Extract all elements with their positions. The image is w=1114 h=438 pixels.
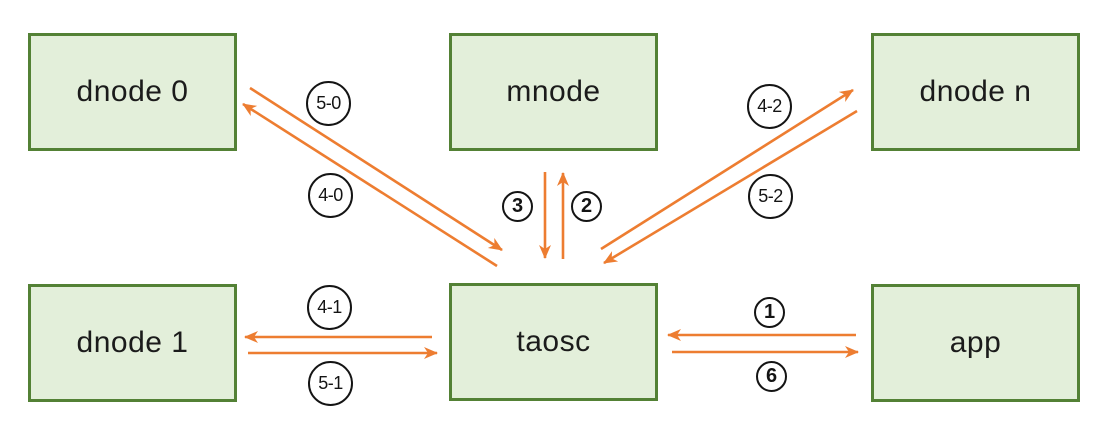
node-dnoden: dnode n	[871, 33, 1080, 151]
edge-label-5-1: 5-1	[308, 361, 353, 406]
arrow-4-0-taosc-to-dnode0	[242, 102, 498, 268]
arrow-5-2-dnoden-to-taosc	[603, 109, 858, 265]
edge-label-4-1: 4-1	[307, 285, 352, 330]
edge-label-3: 3	[502, 191, 533, 222]
node-taosc-label: taosc	[516, 325, 591, 358]
edge-label-4-0: 4-0	[308, 173, 353, 218]
arrow-5-0-dnode0-to-taosc	[249, 86, 503, 252]
node-dnode0-label: dnode 0	[76, 75, 189, 108]
node-dnode1: dnode 1	[28, 284, 237, 402]
edge-label-4-2: 4-2	[747, 84, 792, 129]
node-mnode-label: mnode	[506, 75, 601, 108]
node-dnode1-label: dnode 1	[76, 326, 189, 359]
edge-label-6: 6	[756, 361, 787, 392]
node-dnoden-label: dnode n	[919, 75, 1032, 108]
edge-label-1: 1	[754, 297, 785, 328]
edge-label-5-2: 5-2	[748, 174, 793, 219]
node-app: app	[871, 284, 1080, 402]
edge-label-2: 2	[571, 191, 602, 222]
edge-label-5-0: 5-0	[306, 81, 351, 126]
node-app-label: app	[949, 326, 1002, 359]
arrow-4-2-taosc-to-dnoden	[600, 88, 854, 251]
node-mnode: mnode	[449, 33, 658, 151]
node-dnode0: dnode 0	[28, 33, 237, 151]
node-taosc: taosc	[449, 283, 658, 401]
